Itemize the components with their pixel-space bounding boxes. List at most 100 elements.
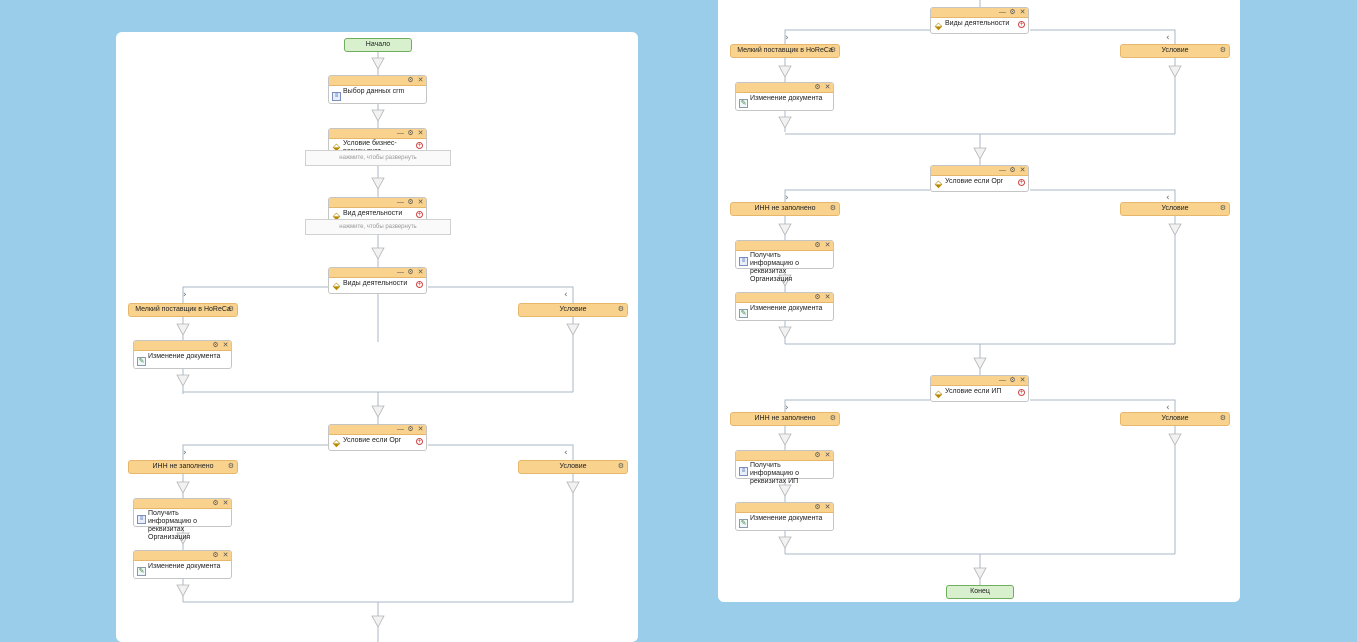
close-icon[interactable]: ✕ xyxy=(417,269,424,276)
gear-icon[interactable]: ⚙ xyxy=(407,199,414,206)
minimize-icon[interactable]: — xyxy=(999,377,1006,384)
close-icon[interactable]: ✕ xyxy=(824,452,831,459)
action-change-document[interactable]: ⚙✕ ✎ Изменение документа xyxy=(735,292,834,321)
minimize-icon[interactable]: — xyxy=(999,167,1006,174)
close-icon[interactable]: ✕ xyxy=(824,242,831,249)
branch-left-marker: › xyxy=(183,448,187,458)
branch-condition[interactable]: Условие⚙ xyxy=(1120,44,1230,58)
flowchart-panel-left: › ‹ › ‹ Начало ⚙✕ ≡ Выбор данных crm —⚙✕… xyxy=(116,32,638,642)
branch-condition[interactable]: Условие⚙ xyxy=(1120,412,1230,426)
gear-icon[interactable]: ⚙ xyxy=(407,77,414,84)
gear-icon[interactable]: ⚙ xyxy=(212,342,219,349)
add-icon[interactable]: + xyxy=(416,211,423,218)
condition-activity-types[interactable]: —⚙✕ ⬙ Виды деятельности + xyxy=(930,7,1029,34)
action-get-org-details[interactable]: ⚙✕ ≡ Получить информацию о реквизитах Ор… xyxy=(133,498,232,541)
close-icon[interactable]: ✕ xyxy=(1019,9,1026,16)
add-icon[interactable]: + xyxy=(416,142,423,149)
gear-icon[interactable]: ⚙ xyxy=(814,242,821,249)
add-icon[interactable]: + xyxy=(1018,21,1025,28)
close-icon[interactable]: ✕ xyxy=(824,294,831,301)
gear-icon[interactable]: ⚙ xyxy=(814,294,821,301)
action-change-document[interactable]: ⚙✕ ✎ Изменение документа xyxy=(735,502,834,531)
gear-icon[interactable]: ⚙ xyxy=(829,415,836,422)
branch-right-marker: ‹ xyxy=(564,448,568,458)
add-icon[interactable]: + xyxy=(416,438,423,445)
node-label: Получить информацию о реквизитах Организ… xyxy=(148,510,198,541)
close-icon[interactable]: ✕ xyxy=(1019,167,1026,174)
gear-icon[interactable]: ⚙ xyxy=(1009,9,1016,16)
close-icon[interactable]: ✕ xyxy=(417,130,424,137)
gear-icon[interactable]: ⚙ xyxy=(829,47,836,54)
action-change-document[interactable]: ⚙✕ ✎ Изменение документа xyxy=(133,340,232,369)
close-icon[interactable]: ✕ xyxy=(417,77,424,84)
gear-icon[interactable]: ⚙ xyxy=(407,269,414,276)
gear-icon[interactable]: ⚙ xyxy=(407,426,414,433)
close-icon[interactable]: ✕ xyxy=(417,426,424,433)
flowchart-panel-right: › ‹ › ‹ › ‹ —⚙✕ ⬙ Виды деятельности + Ме… xyxy=(718,0,1240,602)
gear-icon[interactable]: ⚙ xyxy=(829,205,836,212)
end-label: Конец xyxy=(970,588,990,595)
branch-inn-empty[interactable]: ИНН не заполнено⚙ xyxy=(730,202,840,216)
close-icon[interactable]: ✕ xyxy=(222,552,229,559)
action-get-ip-details[interactable]: ⚙✕ ≡ Получить информацию о реквизитах ИП xyxy=(735,450,834,485)
gear-icon[interactable]: ⚙ xyxy=(814,504,821,511)
minimize-icon[interactable]: — xyxy=(397,269,404,276)
add-icon[interactable]: + xyxy=(1018,389,1025,396)
end-node[interactable]: Конец xyxy=(946,585,1014,599)
gear-icon[interactable]: ⚙ xyxy=(814,84,821,91)
action-change-document[interactable]: ⚙✕ ✎ Изменение документа xyxy=(735,82,834,111)
gear-icon[interactable]: ⚙ xyxy=(1009,377,1016,384)
add-icon[interactable]: + xyxy=(1018,179,1025,186)
data-icon: ≡ xyxy=(739,467,748,476)
action-select-crm[interactable]: ⚙✕ ≡ Выбор данных crm xyxy=(328,75,427,104)
gear-icon[interactable]: ⚙ xyxy=(1219,47,1226,54)
minimize-icon[interactable]: — xyxy=(397,130,404,137)
close-icon[interactable]: ✕ xyxy=(824,84,831,91)
branch-condition[interactable]: Условие⚙ xyxy=(1120,202,1230,216)
action-get-org-details[interactable]: ⚙✕ ≡ Получить информацию о реквизитах Ор… xyxy=(735,240,834,283)
close-icon[interactable]: ✕ xyxy=(824,504,831,511)
gear-icon[interactable]: ⚙ xyxy=(1219,415,1226,422)
close-icon[interactable]: ✕ xyxy=(222,500,229,507)
gear-icon[interactable]: ⚙ xyxy=(1009,167,1016,174)
branch-inn-empty[interactable]: ИНН не заполнено ⚙ xyxy=(128,460,238,474)
node-label: Изменение документа xyxy=(750,305,823,312)
close-icon[interactable]: ✕ xyxy=(222,342,229,349)
branch-label: Условие xyxy=(559,306,587,313)
branch-condition[interactable]: Условие ⚙ xyxy=(518,460,628,474)
gear-icon[interactable]: ⚙ xyxy=(407,130,414,137)
gear-icon[interactable]: ⚙ xyxy=(617,306,624,313)
add-icon[interactable]: + xyxy=(416,281,423,288)
branch-inn-empty[interactable]: ИНН не заполнено⚙ xyxy=(730,412,840,426)
gear-icon[interactable]: ⚙ xyxy=(212,552,219,559)
condition-if-ip[interactable]: —⚙✕ ⬙ Условие если ИП + xyxy=(930,375,1029,402)
branch-condition[interactable]: Условие ⚙ xyxy=(518,303,628,317)
start-node[interactable]: Начало xyxy=(344,38,412,52)
expand-hint[interactable]: нажмите, чтобы развернуть xyxy=(305,150,451,166)
gear-icon[interactable]: ⚙ xyxy=(212,500,219,507)
branch-left-marker: › xyxy=(183,290,187,300)
gear-icon[interactable]: ⚙ xyxy=(227,306,234,313)
condition-activity-types[interactable]: —⚙✕ ⬙ Виды деятельности + xyxy=(328,267,427,294)
branch-label: Мелкий поставщик в HoReCa xyxy=(135,306,231,313)
action-change-document[interactable]: ⚙✕ ✎ Изменение документа xyxy=(133,550,232,579)
node-label: Виды деятельности xyxy=(945,20,1010,27)
gear-icon[interactable]: ⚙ xyxy=(1219,205,1226,212)
close-icon[interactable]: ✕ xyxy=(1019,377,1026,384)
gear-icon[interactable]: ⚙ xyxy=(814,452,821,459)
branch-small-supplier[interactable]: Мелкий поставщик в HoReCa⚙ xyxy=(128,303,238,317)
condition-if-org[interactable]: —⚙✕ ⬙ Условие если Орг + xyxy=(930,165,1029,192)
minimize-icon[interactable]: — xyxy=(999,9,1006,16)
gear-icon[interactable]: ⚙ xyxy=(617,463,624,470)
branch-small-supplier[interactable]: Мелкий поставщик в HoReCa⚙ xyxy=(730,44,840,58)
branch-label: Условие xyxy=(559,463,587,470)
minimize-icon[interactable]: — xyxy=(397,199,404,206)
node-label: Выбор данных crm xyxy=(343,88,405,95)
condition-if-org[interactable]: —⚙✕ ⬙ Условие если Орг + xyxy=(328,424,427,451)
branch-label: ИНН не заполнено xyxy=(152,463,214,470)
close-icon[interactable]: ✕ xyxy=(417,199,424,206)
expand-hint[interactable]: нажмите, чтобы развернуть xyxy=(305,219,451,235)
minimize-icon[interactable]: — xyxy=(397,426,404,433)
gear-icon[interactable]: ⚙ xyxy=(227,463,234,470)
document-edit-icon: ✎ xyxy=(739,309,748,318)
